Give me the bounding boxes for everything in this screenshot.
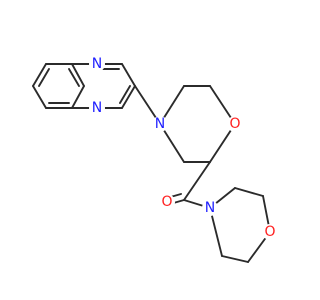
bond: [221, 255, 249, 263]
bond: [71, 85, 85, 109]
atom-label-n-morph2: N: [205, 200, 215, 216]
atom-labels: N N N O O N O: [89, 56, 278, 240]
bond: [32, 85, 47, 109]
bond: [32, 63, 47, 87]
atom-label-o-morph2: O: [264, 224, 275, 240]
molecule-structure: N N N O O N O: [32, 56, 278, 263]
bond: [183, 161, 211, 201]
atom-label-o-carbonyl: O: [161, 194, 172, 210]
bond: [234, 187, 264, 197]
bond: [119, 85, 131, 104]
atom-background: [89, 100, 105, 116]
atom-background: [159, 194, 175, 210]
bond: [121, 63, 136, 87]
atom-background: [262, 224, 278, 240]
atom-background: [227, 116, 243, 132]
atom-background: [202, 200, 218, 216]
atom-background: [152, 116, 168, 132]
atom-background: [89, 56, 105, 72]
bond: [209, 207, 223, 257]
bond: [71, 63, 85, 87]
bond: [68, 68, 80, 87]
bond-lines: [32, 63, 271, 263]
atom-label-o-morph1: O: [229, 116, 240, 132]
bond: [38, 68, 50, 87]
atom-label-n-morph1: N: [155, 116, 165, 132]
atom-label-n-quin-bottom: N: [92, 100, 102, 116]
bond: [121, 85, 136, 109]
atom-label-n-quin-top: N: [92, 56, 102, 72]
